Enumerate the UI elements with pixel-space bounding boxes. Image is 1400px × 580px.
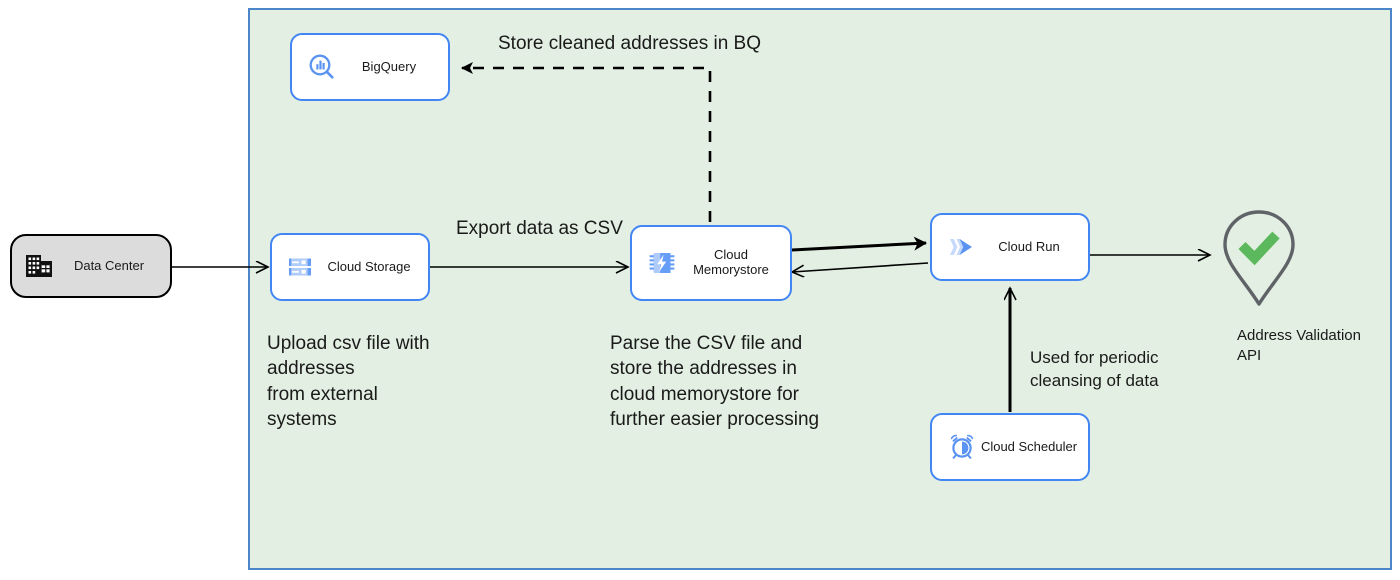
edge-label-export-csv: Export data as CSV	[456, 218, 623, 239]
node-address-validation-api[interactable]	[1216, 208, 1302, 308]
node-label-cloud-scheduler: Cloud Scheduler	[980, 438, 1078, 454]
node-label-cloud-storage: Cloud Storage	[327, 258, 411, 274]
cloud-scheduler-icon	[946, 431, 978, 463]
node-cloud-run[interactable]: Cloud Run	[930, 213, 1090, 281]
building-icon	[22, 249, 56, 283]
edge-label-periodic-cleansing: Used for periodic cleansing of data	[1030, 348, 1159, 390]
node-label-cloud-run: Cloud Run	[998, 238, 1060, 254]
node-label-cloud-memorystore: Cloud Memorystore	[693, 247, 769, 277]
node-cloud-storage[interactable]: Cloud Storage	[270, 233, 430, 301]
annotation-upload-note: Upload csv file with addresses from exte…	[267, 333, 430, 430]
location-pin-check-icon	[1216, 210, 1302, 312]
memorystore-icon	[646, 247, 678, 279]
node-label-address-validation-api: Address Validation API	[1237, 327, 1361, 365]
edge-label-store-cleaned: Store cleaned addresses in BQ	[498, 33, 761, 54]
annotation-parse-note: Parse the CSV file and store the address…	[610, 333, 820, 430]
node-label-data-center: Data Center	[73, 257, 145, 273]
cloud-storage-icon	[286, 251, 318, 283]
node-data-center[interactable]: Data Center	[10, 234, 172, 298]
node-bigquery[interactable]: BigQuery	[290, 33, 450, 101]
node-label-bigquery: BigQuery	[361, 58, 417, 74]
cloud-boundary-container	[248, 8, 1392, 570]
node-cloud-scheduler[interactable]: Cloud Scheduler	[930, 413, 1090, 481]
node-cloud-memorystore[interactable]: Cloud Memorystore	[630, 225, 792, 301]
cloud-run-icon	[944, 230, 978, 264]
bigquery-icon	[306, 51, 338, 83]
